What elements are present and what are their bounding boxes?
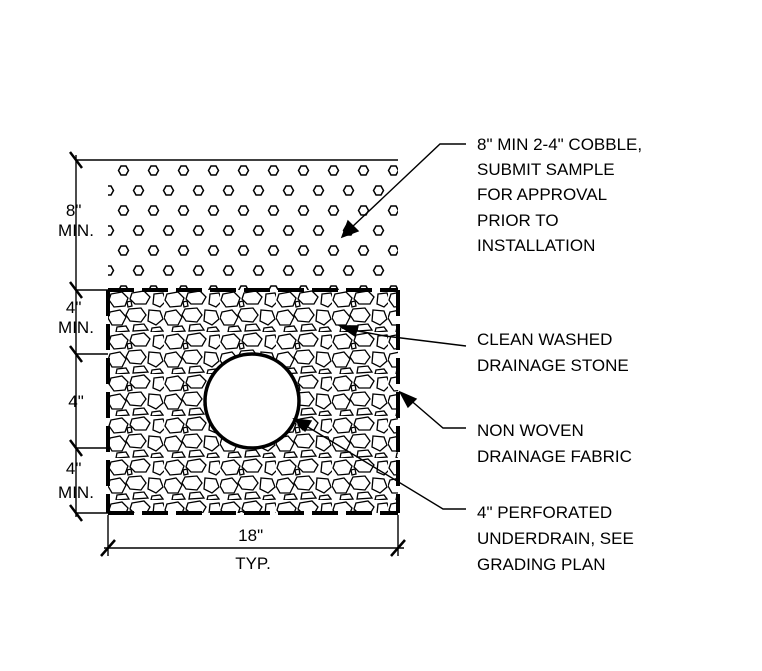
stone-callout: CLEAN WASHED DRAINAGE STONE [477,330,629,375]
dim-pipe-zone: 4" [68,392,84,411]
fabric-leader [407,397,466,429]
callout-labels: 8" MIN 2-4" COBBLE, SUBMIT SAMPLE FOR AP… [477,135,647,574]
horizontal-dimension-line [100,515,406,557]
dim-top-layer: 8" MIN. [58,201,94,240]
cobble-callout: 8" MIN 2-4" COBBLE, SUBMIT SAMPLE FOR AP… [477,135,647,255]
vertical-dimension-lines [69,151,398,522]
underdrain-callout: 4" PERFORATED UNDERDRAIN, SEE GRADING PL… [477,503,639,574]
leader-lines [292,143,467,510]
fabric-arrowhead [398,390,418,409]
drainage-fabric-outline [106,288,400,515]
underdrain-leader [302,423,466,510]
dim-width: 18" TYP. [235,526,271,573]
cobble-arrowhead [340,219,360,239]
perforated-underdrain-pipe [203,352,301,450]
dimension-labels: 8" MIN. 4" MIN. 4" 4" MIN. 18" TYP. [58,201,271,573]
dim-stone-bottom: 4" MIN. [58,459,94,502]
cobble-leader [350,143,466,229]
stone-arrowhead [337,325,359,338]
fabric-callout: NON WOVEN DRAINAGE FABRIC [477,421,632,466]
dim-stone-top: 4" MIN. [58,298,94,337]
underdrain-arrowhead [292,418,313,433]
